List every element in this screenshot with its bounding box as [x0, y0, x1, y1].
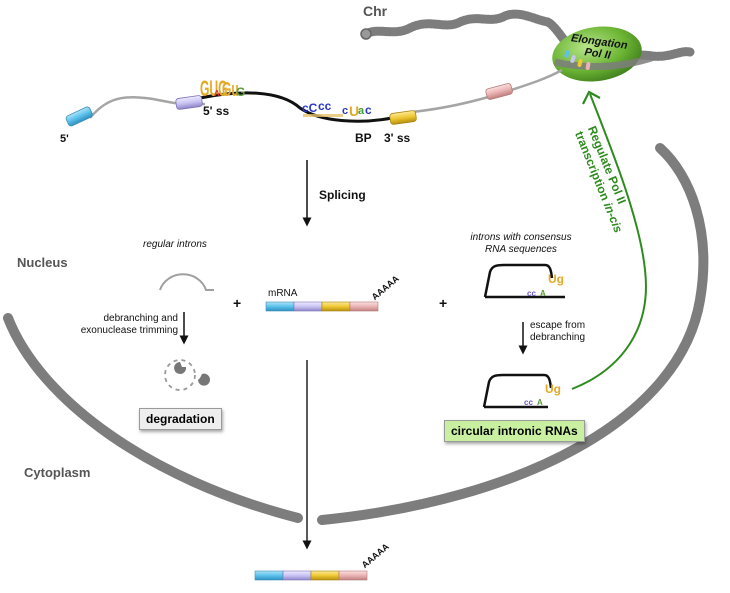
svg-text:U: U	[349, 103, 359, 119]
mrna-label: mRNA	[268, 288, 298, 299]
regulation-feedback-arrow	[571, 93, 647, 390]
svg-text:c: c	[365, 103, 372, 117]
svg-text:cc: cc	[524, 398, 533, 407]
nucleus-label: Nucleus	[17, 255, 68, 270]
chromosome-label: Chr	[363, 3, 388, 19]
degraded-intron	[164, 359, 196, 391]
svg-text:Ug: Ug	[545, 382, 561, 396]
nuclear-membrane-left	[3, 313, 303, 523]
regular-intron-lariat	[159, 273, 214, 291]
mrna-cytoplasm	[254, 570, 368, 581]
three-splice-site-label: 3' ss	[384, 131, 411, 145]
svg-text:cC: cC	[302, 101, 318, 115]
debranching-step-label: debranching and exonuclease trimming	[62, 313, 178, 337]
five-ss-sequence-logo: GUG A Gu G	[200, 76, 245, 101]
five-splice-site-label: 5' ss	[203, 104, 230, 118]
plus-sign-right: +	[439, 295, 448, 311]
svg-text:cc: cc	[318, 99, 332, 113]
bp-sequence-logo: cC cc c U a c	[302, 99, 372, 119]
escape-step-label: escape from debranching	[530, 320, 585, 344]
debranching-step-line2: exonuclease trimming	[80, 325, 178, 336]
exon-4	[485, 83, 513, 100]
svg-text:cc: cc	[527, 289, 536, 298]
svg-text:A: A	[540, 289, 546, 298]
regular-introns-title: regular introns	[143, 239, 207, 250]
debranching-step-line1: debranching and	[103, 313, 178, 324]
exonuclease-icon	[198, 373, 210, 386]
nuclear-membrane-right	[317, 143, 709, 525]
svg-text:Ug: Ug	[548, 272, 564, 286]
branch-point-label: BP	[355, 131, 372, 145]
svg-text:A: A	[537, 398, 543, 407]
svg-text:A: A	[214, 89, 220, 98]
degradation-box: degradation	[139, 408, 222, 430]
svg-text:a: a	[358, 105, 365, 117]
five-prime-end-label: 5'	[60, 133, 69, 145]
exon-3	[389, 110, 417, 125]
chromatin-end-icon	[360, 28, 372, 40]
exon-2	[175, 95, 203, 110]
regulation-arrowhead-icon	[582, 90, 601, 105]
consensus-introns-title: introns with consensus RNA sequences	[456, 232, 586, 256]
consensus-intron-lariat	[483, 263, 554, 298]
consensus-introns-title-line2: RNA sequences	[485, 244, 557, 255]
circular-intronic-rna	[482, 373, 553, 408]
circular-intronic-rnas-box: circular intronic RNAs	[444, 420, 585, 442]
svg-text:Gu: Gu	[222, 79, 239, 101]
svg-text:GUG: GUG	[200, 76, 228, 101]
consensus-introns-title-line1: introns with consensus	[470, 232, 572, 243]
cytoplasm-label: Cytoplasm	[24, 465, 91, 480]
exonuclease-icon	[174, 362, 187, 374]
intron-black	[199, 91, 393, 123]
svg-text:G: G	[236, 85, 245, 99]
exon-1	[65, 106, 93, 127]
svg-text:c: c	[342, 105, 348, 117]
chromatin-fiber	[363, 9, 695, 62]
plus-sign-left-bold: +	[233, 295, 242, 311]
escape-step-line1: escape from	[530, 320, 586, 331]
splicing-label: Splicing	[319, 188, 366, 202]
escape-step-line2: debranching	[530, 332, 586, 343]
mrna-nucleus	[265, 301, 379, 312]
